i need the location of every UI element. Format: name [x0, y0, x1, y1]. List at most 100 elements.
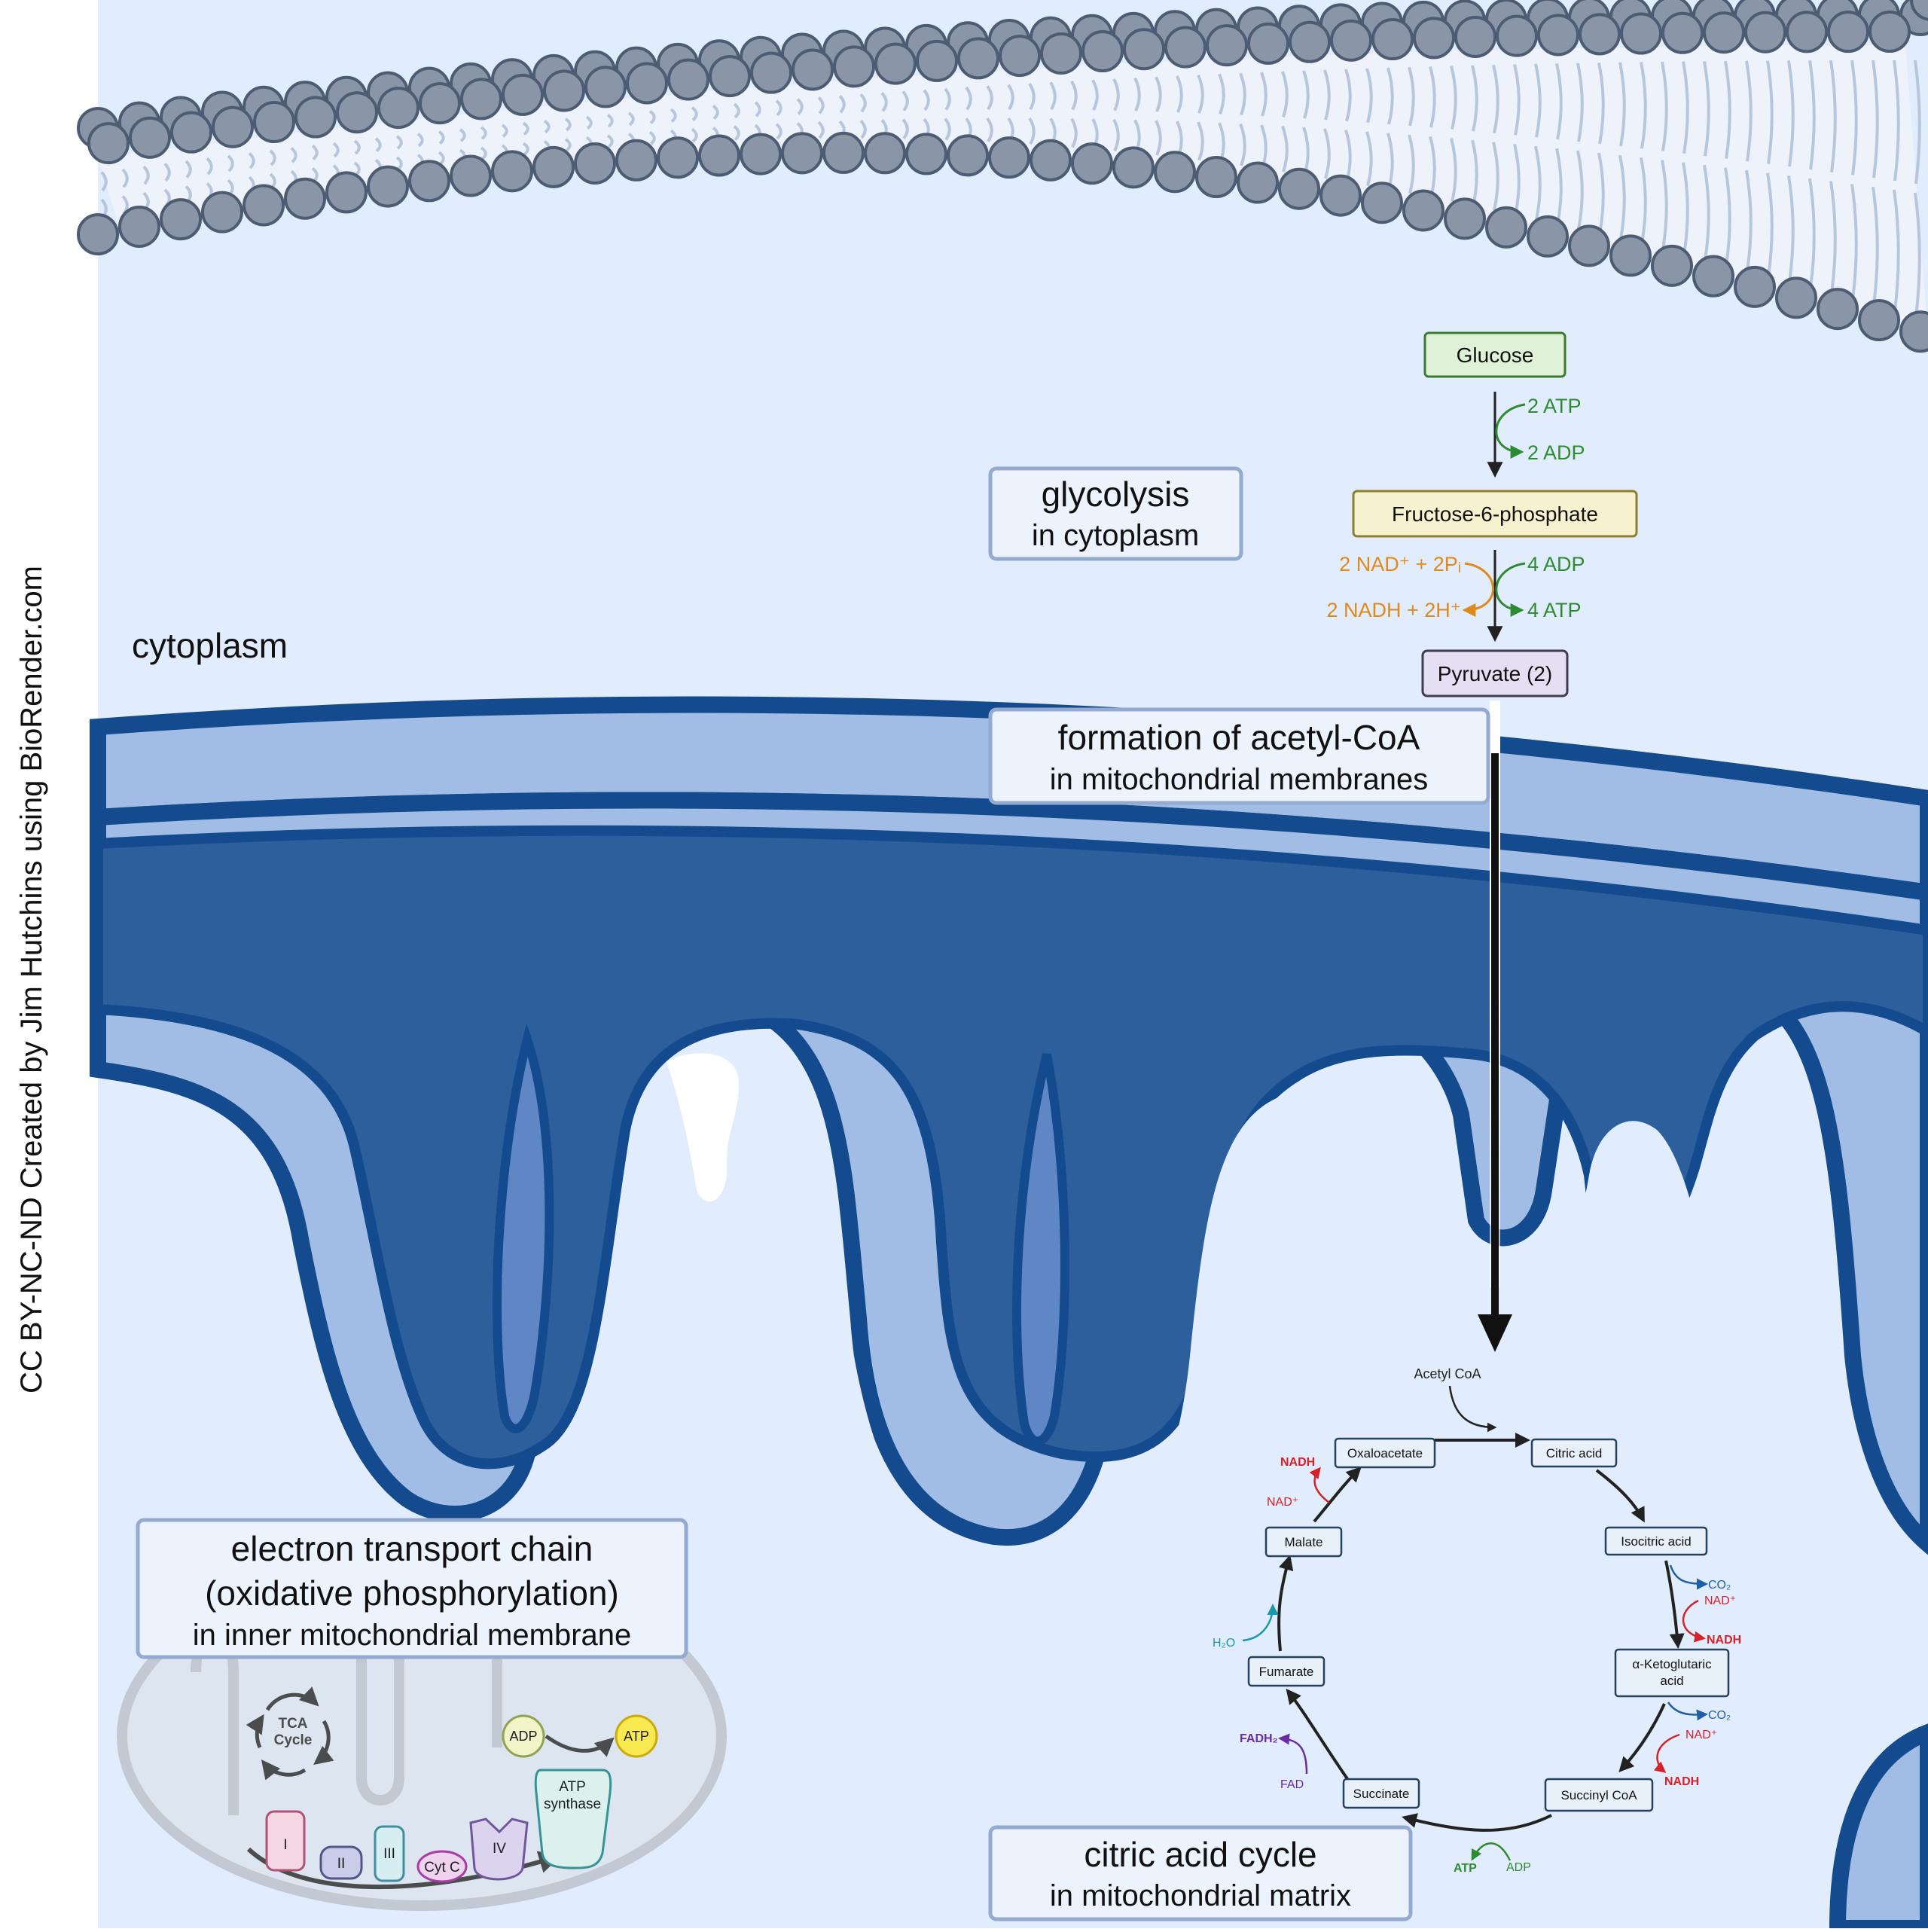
lipid-head — [450, 154, 492, 197]
lipid-head — [1858, 299, 1900, 342]
lipid-tail — [880, 92, 888, 112]
lipid-tail — [1408, 66, 1415, 127]
complex-i: I — [265, 1810, 306, 1872]
lipid-tail — [944, 118, 951, 141]
lipid-tail — [290, 147, 297, 163]
lipid-tail — [353, 139, 361, 155]
svg-text:II: II — [337, 1856, 346, 1872]
fumarate-node: Fumarate — [1247, 1656, 1326, 1687]
crista-lumen-2 — [1012, 1053, 1069, 1446]
lipid-head — [1081, 30, 1124, 73]
lipid-tail — [163, 163, 171, 182]
lipid-tail — [1829, 60, 1837, 172]
lipid-tail — [775, 123, 782, 140]
nadh-3: NADH — [1280, 1456, 1315, 1469]
lipid-tail — [311, 144, 319, 160]
lipid-tail — [206, 157, 213, 175]
lipid-tail — [501, 124, 508, 138]
lipid-head — [822, 131, 865, 174]
complex-iii: III — [374, 1825, 405, 1882]
lipid-tail — [459, 128, 466, 142]
lipid-tail — [248, 151, 255, 169]
co2-1: CO₂ — [1708, 1579, 1731, 1592]
lipid-tail — [733, 102, 740, 119]
lipid-tail — [1829, 181, 1837, 294]
crista-lumen-1 — [493, 1023, 554, 1433]
lipid-tail — [1787, 175, 1795, 282]
lipid-head — [460, 78, 502, 121]
lipid-head — [1444, 197, 1486, 240]
lipid-head — [1402, 189, 1444, 232]
lipid-tail — [1112, 78, 1120, 111]
lipid-tail — [1724, 167, 1731, 266]
lipid-tail — [838, 95, 846, 114]
etc-line3: in inner mitochondrial membrane — [193, 1619, 632, 1652]
lipid-tail — [227, 154, 234, 172]
lipid-head — [1319, 174, 1362, 217]
lipid-tail — [480, 146, 487, 160]
nadh-1: NADH — [1707, 1634, 1741, 1647]
tca-mini-icon: TCA Cycle — [246, 1686, 334, 1781]
lipid-head — [1899, 310, 1928, 353]
lipid-tail — [1682, 61, 1689, 154]
lipid-head — [615, 139, 657, 182]
lipid-tail — [416, 133, 424, 148]
lipid-tail — [480, 126, 487, 140]
lipid-tail — [648, 130, 656, 145]
lipid-tail — [859, 119, 867, 139]
lipid-tail — [1914, 192, 1921, 316]
lipid-head — [284, 177, 326, 220]
lipid-tail — [269, 149, 276, 166]
lipid-tail — [1387, 67, 1394, 125]
highlight-shape — [667, 1053, 739, 1202]
lipid-head — [750, 51, 792, 94]
lipid-tail — [1872, 60, 1879, 179]
lipid-tail — [1091, 79, 1099, 111]
lipid-tail — [1724, 60, 1731, 159]
glycolysis-subtitle: in cytoplasm — [1032, 519, 1199, 552]
lipid-head — [1454, 15, 1496, 58]
lipid-tail — [691, 106, 698, 121]
lipid-head — [584, 66, 627, 108]
svg-text:Cyt C: Cyt C — [424, 1860, 460, 1876]
lipid-head — [1910, 0, 1928, 21]
lipid-head — [543, 69, 585, 112]
lipid-tail — [564, 118, 572, 132]
lipid-head — [1371, 18, 1414, 61]
lipid-tail — [901, 90, 909, 111]
lipid-tail — [543, 119, 551, 134]
lipid-head — [77, 213, 119, 256]
lipid-tail — [1850, 60, 1858, 175]
lipid-head — [1330, 19, 1372, 62]
lipid-head — [1786, 11, 1828, 53]
glycolysis-pathway: Glucose 2 ATP 2 ADP Fructose-6-phosphate… — [1326, 331, 1638, 697]
lipid-tail — [1471, 65, 1478, 132]
lipid-tail — [1471, 139, 1478, 206]
lipid-tail — [438, 130, 445, 145]
lipid-head — [1775, 276, 1817, 319]
adp-circle: ADP — [502, 1714, 545, 1758]
lipid-head — [1651, 244, 1693, 287]
lipid-tail — [1344, 69, 1352, 122]
lipid-tail — [1070, 118, 1078, 148]
lipid-head — [419, 82, 461, 125]
lipid-tail — [1429, 66, 1436, 128]
svg-text:Succinate: Succinate — [1353, 1787, 1410, 1801]
lipid-head — [1496, 14, 1538, 57]
pyruvate-label: Pyruvate (2) — [1438, 662, 1553, 685]
lipid-head — [377, 87, 419, 130]
lipid-tail — [1745, 169, 1753, 271]
lipid-tail — [374, 137, 382, 153]
lipid-tail — [121, 168, 129, 188]
lipid-tail — [1197, 74, 1204, 114]
lipid-tail — [1408, 134, 1415, 194]
lipid-tail — [712, 104, 719, 121]
lipid-head — [491, 150, 533, 193]
lipid-tail — [817, 96, 825, 114]
lipid-head — [1154, 151, 1196, 194]
svg-text:Citric acid: Citric acid — [1546, 1446, 1603, 1460]
complex-iv: IV — [469, 1818, 529, 1881]
svg-text:I: I — [283, 1837, 287, 1853]
lipid-head — [957, 37, 999, 80]
fad: FAD — [1280, 1778, 1304, 1791]
